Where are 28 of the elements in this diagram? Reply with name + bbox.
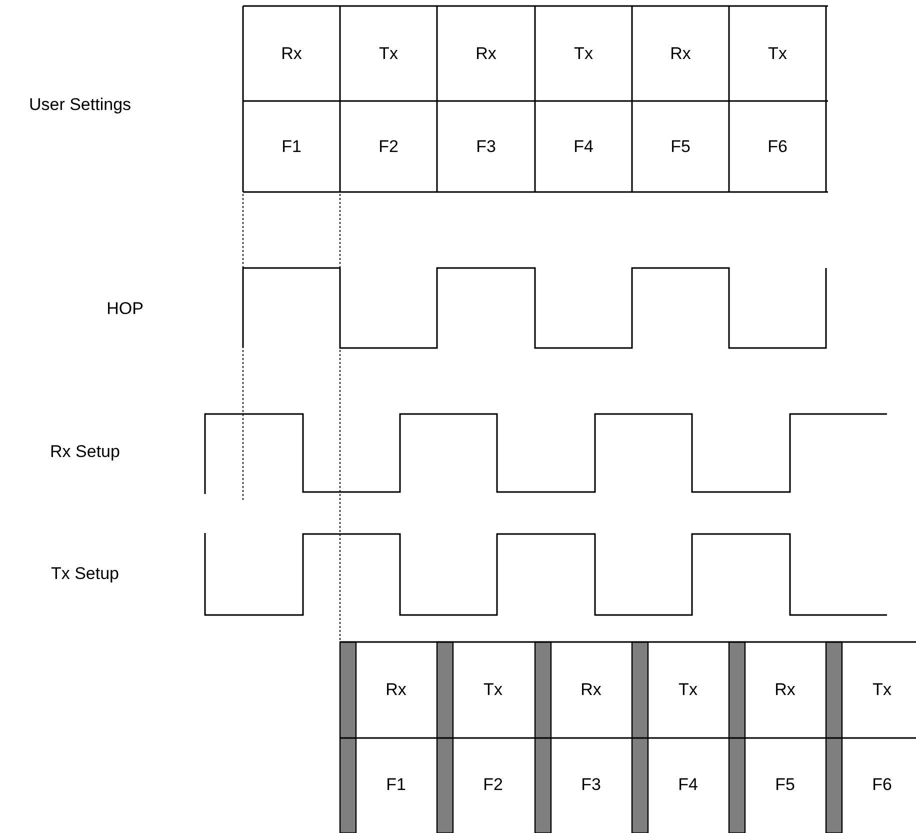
signal-label: User Settings [28, 94, 132, 116]
cell-text: Tx [574, 44, 593, 64]
cell-text: F6 [872, 774, 892, 796]
cell-text: Rx [670, 44, 691, 64]
cell-text: Rx [580, 680, 602, 700]
cell-text: F1 [386, 774, 406, 796]
cell-text: F3 [581, 774, 601, 796]
cell-text: Tx [872, 680, 892, 700]
cell-text: F5 [775, 774, 795, 796]
cell-text: Rx [476, 44, 496, 64]
cell-text: F4 [678, 774, 698, 796]
cell-text: Tx [484, 680, 502, 700]
cell-text: F6 [768, 136, 788, 158]
cell-text: Tx [678, 680, 698, 700]
cell-text: Rx [774, 680, 796, 700]
cell-text: F1 [282, 136, 302, 158]
cell-text: F2 [378, 136, 398, 158]
signal-label: HOP [106, 298, 144, 320]
cell-text: Rx [386, 680, 406, 700]
cell-text: F3 [476, 136, 496, 158]
cell-text: Tx [379, 44, 398, 64]
cell-text: F5 [670, 136, 690, 158]
signal-label: Rx Setup [50, 442, 120, 462]
cell-text: Rx [281, 44, 302, 64]
signal-label: Tx Setup [50, 564, 120, 584]
cell-text: Tx [768, 44, 787, 64]
cell-text: F4 [574, 136, 594, 158]
cell-text: F2 [483, 774, 503, 796]
